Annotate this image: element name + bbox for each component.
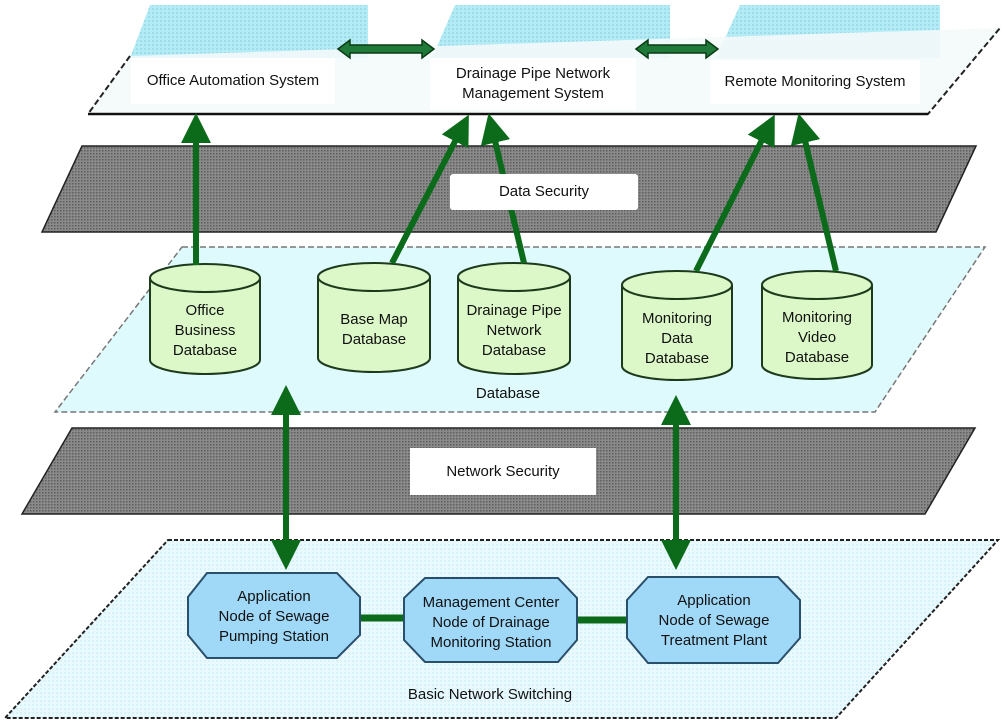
arrow-monitor-data-to-remote xyxy=(693,114,775,273)
node-treatment-plant xyxy=(626,576,801,664)
data-security-label: Data Security xyxy=(450,174,638,210)
network-layer-label: Basic Network Switching xyxy=(407,686,573,703)
database-office-business: Office Business Database xyxy=(172,302,238,359)
cylinder-drainage-pipe xyxy=(457,262,571,375)
node-management-center xyxy=(403,577,578,663)
arrow-basemap-to-drainage xyxy=(389,114,469,265)
database-cylinders xyxy=(149,262,873,381)
database-monitoring-data: Monitoring Data Database xyxy=(641,310,713,367)
node-label-pumping-station: Application Node of Sewage Pumping Stati… xyxy=(218,588,330,645)
database-drainage-pipe-network: Drainage Pipe Network Database xyxy=(466,302,562,359)
node-pumping-station xyxy=(187,572,361,659)
database-layer-label: Database xyxy=(475,385,541,402)
database-base-map: Base Map Database xyxy=(340,311,408,348)
cylinder-monitoring-data xyxy=(621,270,733,381)
network-security-label: Network Security xyxy=(410,448,596,495)
app-tab-office xyxy=(130,5,368,58)
system-office-automation: Office Automation System xyxy=(131,58,335,104)
network-nodes xyxy=(187,572,801,664)
system-drainage-pipe-network: Drainage Pipe Network Management System xyxy=(430,58,636,110)
node-label-management-center: Management Center Node of Drainage Monit… xyxy=(422,594,560,651)
arrow-monitor-video-to-remote xyxy=(790,113,839,272)
cylinder-monitoring-video xyxy=(761,270,873,380)
bidirectional-arrow-oa-drainage xyxy=(336,38,436,60)
node-label-treatment-plant: Application Node of Sewage Treatment Pla… xyxy=(658,592,770,649)
bidirectional-arrow-drainage-remote xyxy=(634,38,720,60)
system-remote-monitoring: Remote Monitoring System xyxy=(710,60,920,104)
cylinder-office-business xyxy=(149,263,261,375)
cylinder-base-map xyxy=(317,262,431,373)
database-monitoring-video: Monitoring Video Database xyxy=(781,309,853,366)
